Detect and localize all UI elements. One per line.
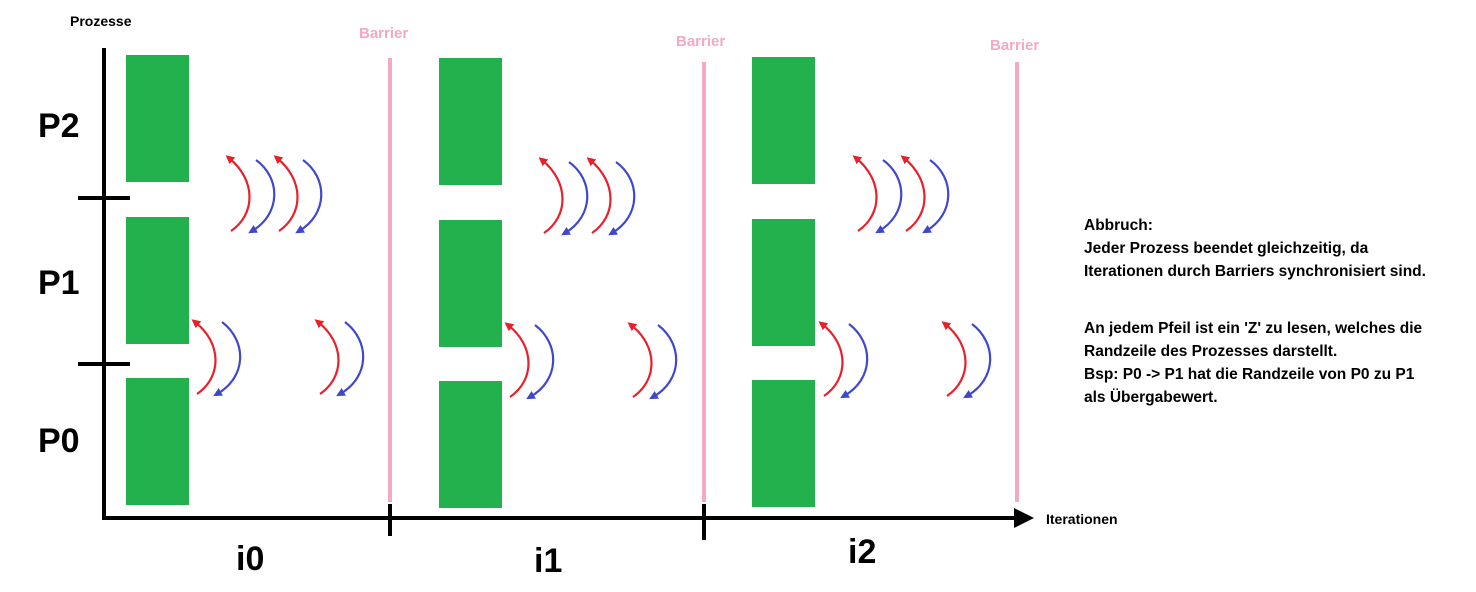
block-i0-p2 [126,55,189,182]
notes-title: Abbruch: [1084,217,1153,234]
iteration-label-i1: i1 [534,542,562,580]
exchange-arrows-i0-p0-p1 [191,319,365,397]
notes-spacer [1084,283,1469,317]
barrier-label-1: Barrier [359,25,408,42]
block-i0-p0 [126,378,189,505]
notes-panel: Abbruch: Jeder Prozess beendet gleichzei… [1084,214,1469,409]
notes-line-4: Randzeile des Prozesses darstellt. [1084,343,1338,360]
y-axis-label: Prozesse [70,13,132,29]
iteration-label-i2: i2 [848,533,876,571]
barrier-label-2: Barrier [676,33,725,50]
notes-line-2: Iterationen durch Barriers synchronisier… [1084,263,1426,280]
block-i1-p1 [439,220,502,347]
process-label-p0: P0 [38,422,80,460]
exchange-arrows-i2-p1-p2 [852,155,950,234]
notes-line-1: Jeder Prozess beendet gleichzeitig, da [1084,240,1369,257]
block-i2-p2 [752,57,815,184]
iteration-label-i0: i0 [236,540,264,578]
exchange-arrows-i1-p0-p1 [504,322,678,400]
barrier-label-3: Barrier [990,37,1039,54]
notes-line-3: An jedem Pfeil ist ein 'Z' zu lesen, wel… [1084,320,1423,337]
notes-line-5: Bsp: P0 -> P1 hat die Randzeile von P0 z… [1084,366,1415,383]
process-label-p2: P2 [38,107,80,145]
block-i2-p0 [752,380,815,507]
block-i1-p0 [439,381,502,508]
block-i2-p1 [752,219,815,346]
exchange-arrows-i0-p1-p2 [225,155,323,234]
block-i1-p2 [439,58,502,185]
exchange-arrows-i2-p0-p1 [818,321,992,399]
notes-line-6: als Übergabewert. [1084,389,1218,406]
block-i0-p1 [126,217,189,344]
x-axis-label: Iterationen [1046,511,1118,527]
process-label-p1: P1 [38,264,80,302]
exchange-arrows-i1-p1-p2 [538,157,636,236]
